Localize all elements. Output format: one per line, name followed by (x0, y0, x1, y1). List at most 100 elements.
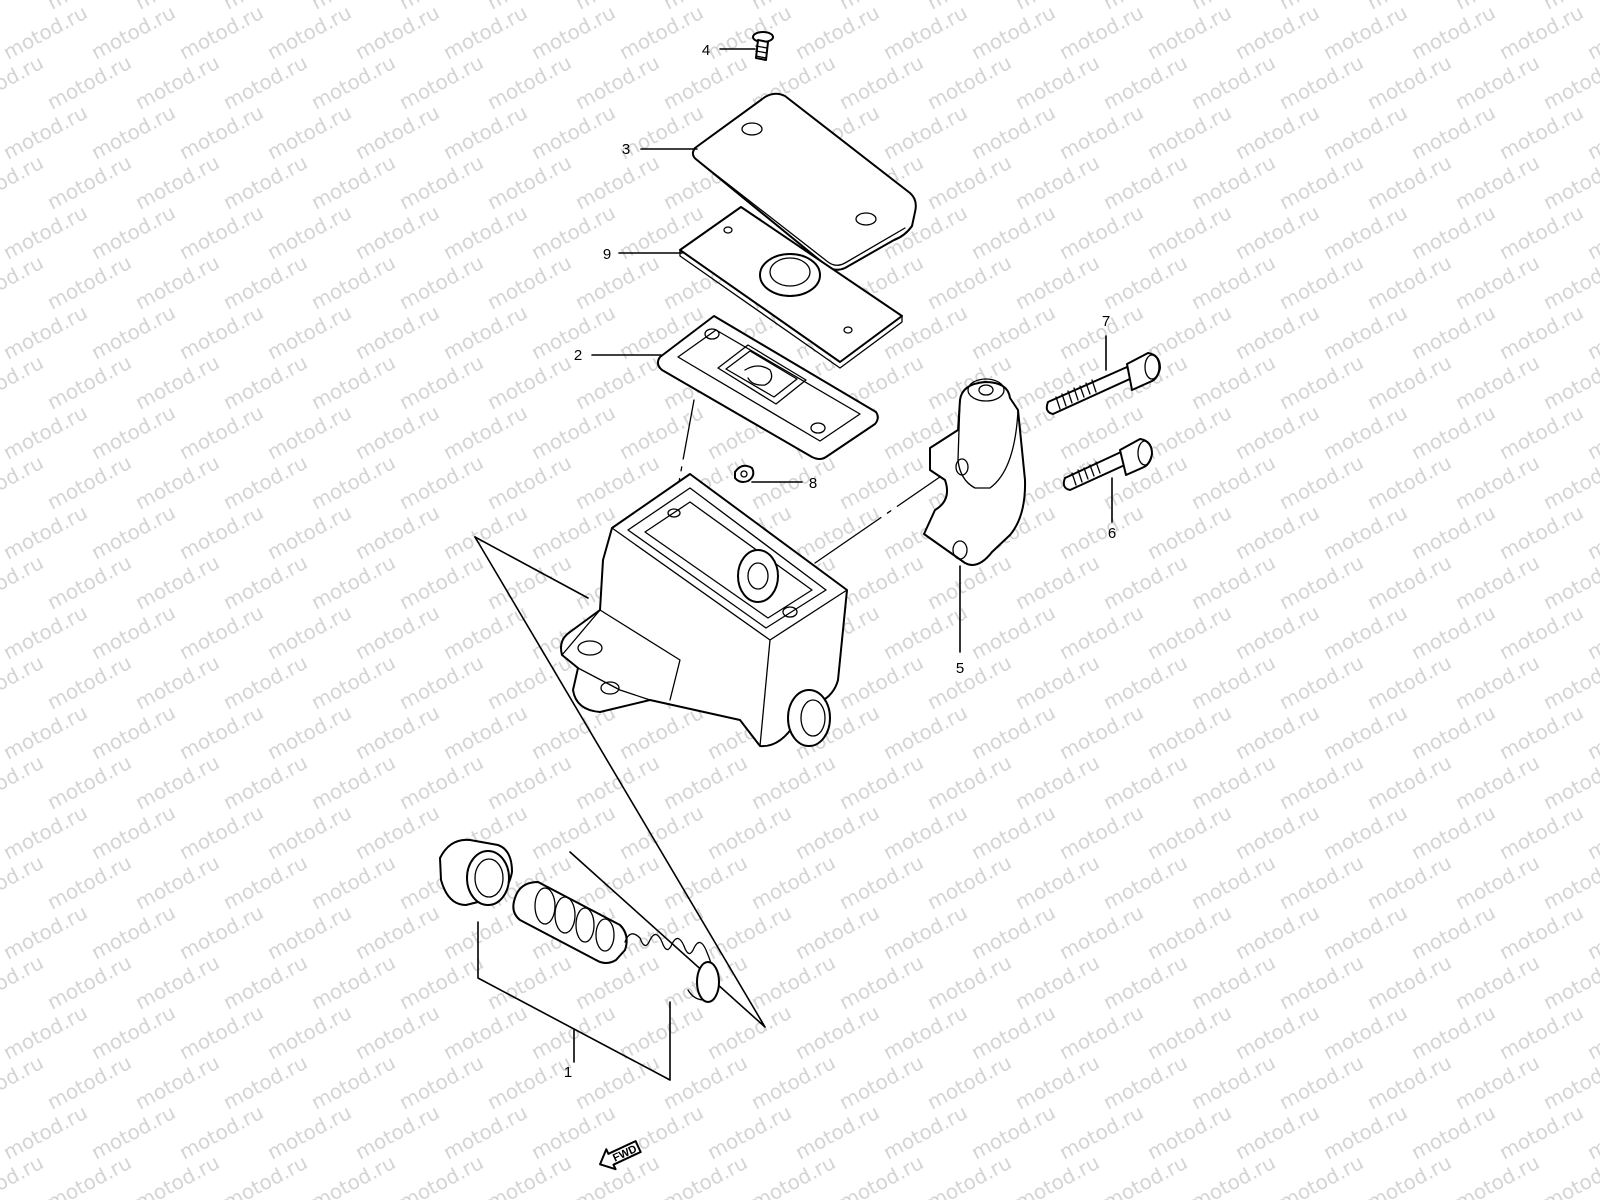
watermark-text: motod.ru (1143, 600, 1235, 664)
watermark-text: motod.ru (43, 550, 135, 614)
watermark-text: motod.ru (1495, 100, 1587, 164)
watermark-text: motod.ru (1011, 150, 1103, 214)
watermark-text: motod.ru (879, 1100, 971, 1164)
watermark-text: motod.ru (1451, 550, 1543, 614)
watermark-text: motod.ru (1451, 750, 1543, 814)
watermark-text: motod.ru (219, 550, 311, 614)
watermark-text: motod.ru (1319, 100, 1411, 164)
callout-1: 1 (564, 1064, 572, 1081)
watermark-text: motod.ru (1231, 800, 1323, 864)
assembly-guide-triangle (474, 536, 766, 1028)
watermark-text: motod.ru (615, 1000, 707, 1064)
watermark-text: motod.ru (527, 100, 619, 164)
watermark-text: motod.ru (43, 450, 135, 514)
watermark-text: motod.ru (527, 400, 619, 464)
watermark-text: motod.ru (87, 1100, 179, 1164)
watermark-text: motod.ru (1099, 1050, 1191, 1114)
watermark-text: motod.ru (1275, 450, 1367, 514)
watermark-text: motod.ru (1187, 450, 1279, 514)
watermark-text: motod.ru (131, 50, 223, 114)
watermark-text: motod.ru (131, 350, 223, 414)
watermark-text: motod.ru (1319, 200, 1411, 264)
watermark-text: motod.ru (131, 1050, 223, 1114)
watermark-text: motod.ru (219, 50, 311, 114)
watermark-text: motod.ru (1231, 300, 1323, 364)
watermark-text: motod.ru (0, 300, 3, 364)
watermark-text: motod.ru (395, 1150, 487, 1200)
watermark-text: motod.ru (263, 300, 355, 364)
watermark-text: motod.ru (615, 900, 707, 964)
watermark-text: motod.ru (1231, 100, 1323, 164)
watermark-text: motod.ru (1099, 650, 1191, 714)
watermark-text: motod.ru (219, 750, 311, 814)
watermark-text: motod.ru (879, 0, 971, 64)
watermark-text: motod.ru (1011, 250, 1103, 314)
watermark-text: motod.ru (1275, 850, 1367, 914)
watermark-text: motod.ru (879, 700, 971, 764)
watermark-text: motod.ru (1055, 500, 1147, 564)
piston-kit-part-1 (439, 838, 720, 1003)
watermark-text: motod.ru (483, 150, 575, 214)
watermark-text: motod.ru (307, 50, 399, 114)
watermark-text: motod.ru (1143, 500, 1235, 564)
watermark-text: motod.ru (1495, 300, 1587, 364)
watermark-text: motod.ru (1451, 650, 1543, 714)
watermark-text: motod.ru (1275, 950, 1367, 1014)
watermark-text: motod.ru (131, 250, 223, 314)
watermark-text: motod.ru (1583, 0, 1600, 64)
watermark-text: motod.ru (0, 0, 47, 14)
watermark-text: motod.ru (395, 950, 487, 1014)
watermark-text: motod.ru (1319, 1000, 1411, 1064)
watermark-text: motod.ru (87, 700, 179, 764)
watermark-text: motod.ru (1055, 200, 1147, 264)
watermark-text: motod.ru (307, 950, 399, 1014)
watermark-text: motod.ru (483, 450, 575, 514)
watermark-text: motod.ru (1099, 150, 1191, 214)
watermark-text: motod.ru (131, 950, 223, 1014)
watermark-text: motod.ru (175, 100, 267, 164)
watermark-text: motod.ru (1187, 550, 1279, 614)
callout-9: 9 (603, 246, 611, 263)
watermark-text: motod.ru (483, 1150, 575, 1200)
watermark-text: motod.ru (175, 200, 267, 264)
watermark-text: motod.ru (659, 1050, 751, 1114)
watermark-text: motod.ru (483, 1050, 575, 1114)
watermark-text: motod.ru (1495, 400, 1587, 464)
watermark-text: motod.ru (87, 300, 179, 364)
diaphragm-part-2 (656, 315, 879, 460)
watermark-text: motod.ru (703, 900, 795, 964)
watermark-text: motod.ru (219, 450, 311, 514)
watermark-text: motod.ru (1363, 650, 1455, 714)
watermark-text: motod.ru (1407, 100, 1499, 164)
watermark-text: motod.ru (791, 1000, 883, 1064)
watermark-text: motod.ru (1275, 550, 1367, 614)
watermark-text: motod.ru (835, 450, 927, 514)
watermark-text: motod.ru (1363, 150, 1455, 214)
watermark-text: motod.ru (659, 850, 751, 914)
watermark-text: motod.ru (1011, 1150, 1103, 1200)
watermark-text: motod.ru (351, 700, 443, 764)
watermark-text: motod.ru (1187, 350, 1279, 414)
watermark-text: motod.ru (307, 250, 399, 314)
watermark-text: motod.ru (263, 800, 355, 864)
watermark-text: motod.ru (483, 50, 575, 114)
watermark-text: motod.ru (1451, 150, 1543, 214)
watermark-text: motod.ru (395, 750, 487, 814)
watermark-text: motod.ru (879, 100, 971, 164)
watermark-text: motod.ru (1011, 750, 1103, 814)
watermark-text: motod.ru (1363, 250, 1455, 314)
watermark-text: motod.ru (923, 950, 1015, 1014)
watermark-text: motod.ru (1583, 100, 1600, 164)
watermark-text: motod.ru (395, 1050, 487, 1114)
watermark-text: motod.ru (791, 1100, 883, 1164)
watermark-text: motod.ru (439, 0, 531, 64)
watermark-text: motod.ru (263, 900, 355, 964)
watermark-text: motod.ru (307, 650, 399, 714)
watermark-text: motod.ru (263, 500, 355, 564)
watermark-text: motod.ru (439, 700, 531, 764)
watermark-text: motod.ru (263, 700, 355, 764)
watermark-text: motod.ru (1275, 50, 1367, 114)
watermark-text: motod.ru (43, 650, 135, 714)
watermark-text: motod.ru (967, 1100, 1059, 1164)
watermark-text: motod.ru (1451, 950, 1543, 1014)
